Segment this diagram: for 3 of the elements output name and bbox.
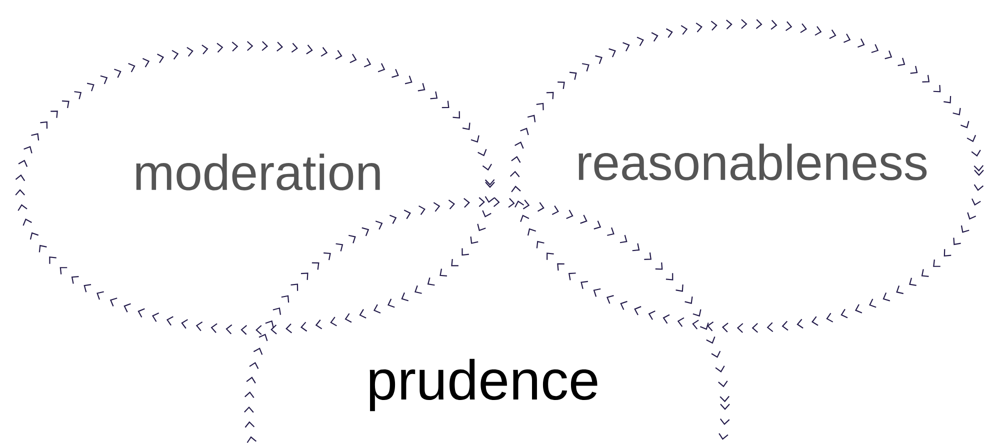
loop-label: prudence: [370, 358, 598, 412]
loop-label: reasonableness: [578, 144, 927, 180]
loop-label: moderation: [136, 154, 380, 190]
